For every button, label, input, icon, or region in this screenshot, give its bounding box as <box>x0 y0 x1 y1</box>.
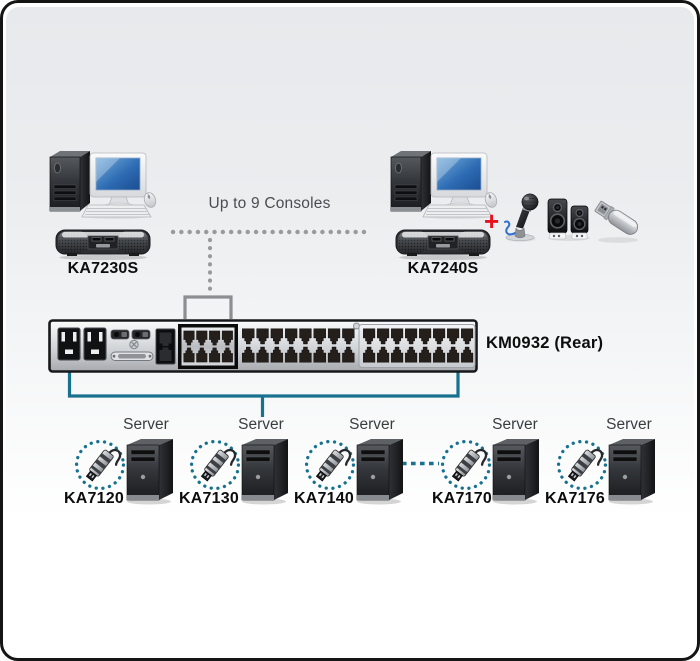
power-switches <box>110 329 151 340</box>
adapter-model-label: KA7170 <box>432 490 492 507</box>
serial-port <box>110 351 154 361</box>
lan-ports <box>155 328 176 365</box>
kvm-switch-graphic <box>48 319 478 373</box>
kvm-adapter-icon <box>73 438 127 492</box>
console-module-icon <box>395 227 491 261</box>
kvm-adapter-icon <box>555 438 609 492</box>
kvm-port-group-2 <box>358 324 476 368</box>
usb-drive-icon <box>593 199 643 243</box>
adapter-model-label: KA7130 <box>179 490 239 507</box>
speakers-icon <box>546 196 592 241</box>
console-model-label: KA7230S <box>67 260 139 277</box>
server-host-label: Server <box>238 416 284 433</box>
server-host-label: Server <box>606 416 652 433</box>
power-inlets <box>57 327 107 361</box>
microphone-icon <box>503 191 541 243</box>
console-model-label: KA7240S <box>407 260 479 277</box>
switch-model-label: KM0932 (Rear) <box>486 334 604 352</box>
workstation-icon <box>384 147 500 221</box>
kvm-adapter-icon <box>439 438 493 492</box>
plus-sign: + <box>484 206 500 236</box>
server-host-label: Server <box>349 416 395 433</box>
consoles-note: Up to 9 Consoles <box>208 195 331 212</box>
workstation-icon <box>43 147 159 221</box>
adapter-model-label: KA7176 <box>545 490 605 507</box>
kvm-adapter-icon <box>188 438 242 492</box>
console-port-block <box>178 324 238 369</box>
server-host-label: Server <box>123 416 169 433</box>
adapter-model-label: KA7120 <box>64 490 124 507</box>
adapter-model-label: KA7140 <box>294 490 354 507</box>
kvm-adapter-icon <box>303 438 357 492</box>
console-module-icon <box>55 227 151 261</box>
server-host-label: Server <box>492 416 538 433</box>
